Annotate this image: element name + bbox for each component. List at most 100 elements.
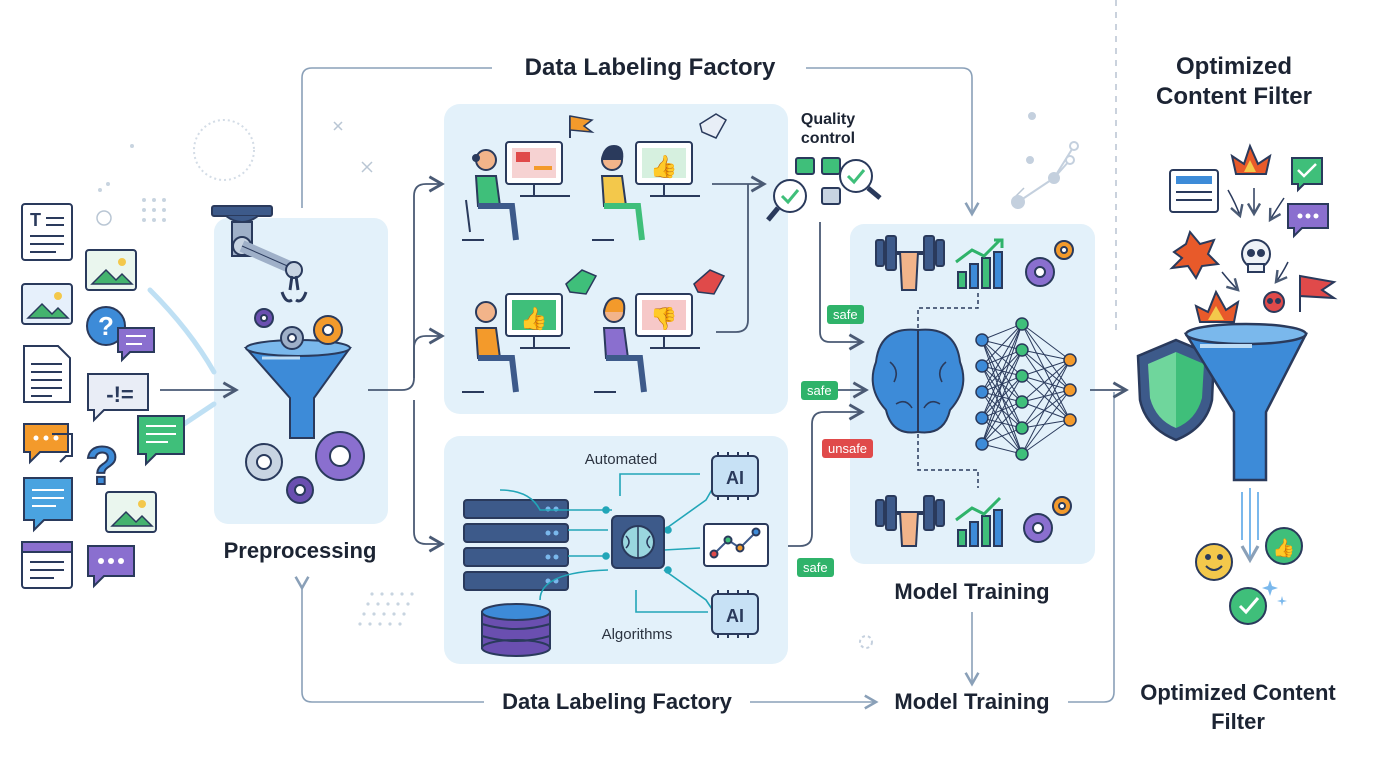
- nn-node: [1063, 383, 1077, 397]
- nn-node: [1015, 343, 1029, 357]
- ai-chip-label: AI: [726, 468, 744, 488]
- skull-icon: [1263, 291, 1285, 313]
- gear-icon: [313, 315, 343, 345]
- growth-chart-icon: [955, 496, 1003, 547]
- output-title-bottom: Optimized Content Filter: [1140, 680, 1336, 734]
- thumbs-up-icon: 👍: [1265, 527, 1303, 565]
- chat-dots-icon: [1287, 203, 1329, 239]
- brain-chip-icon: [611, 515, 665, 569]
- document-icon: [1169, 169, 1219, 213]
- svg-text:?: ?: [86, 436, 119, 496]
- svg-text:👎: 👎: [650, 306, 677, 331]
- nn-edge: [1021, 389, 1071, 429]
- svg-text:👍: 👍: [650, 154, 677, 179]
- flag-icon: [1299, 274, 1338, 312]
- labeler-workstation-2: 👍: [592, 141, 700, 241]
- fire-icon: [1194, 289, 1240, 323]
- smile-icon: [1195, 543, 1233, 581]
- bottom-factory-label: Data Labeling Factory: [502, 689, 732, 714]
- neural-network-icon: [975, 317, 1077, 461]
- quality-control-icon: [766, 157, 882, 222]
- safe-tag: safe: [797, 558, 834, 577]
- nn-node: [1015, 369, 1029, 383]
- nn-edge: [981, 323, 1023, 341]
- nn-node: [975, 333, 989, 347]
- question-mark-icon: ?: [85, 435, 120, 497]
- bottom-model-training-label: Model Training: [894, 689, 1050, 714]
- nn-edge: [981, 323, 1023, 367]
- svg-text:👍: 👍: [520, 306, 547, 331]
- nn-node: [1063, 413, 1077, 427]
- gear-icon: [245, 443, 283, 481]
- nn-edge: [1021, 349, 1071, 421]
- nn-node: [1015, 317, 1029, 331]
- nn-edge: [1021, 389, 1071, 455]
- nn-edge: [981, 323, 1023, 419]
- nn-node: [1063, 353, 1077, 367]
- check-circle-icon: [1229, 587, 1267, 625]
- alert-chat-icon: -!=: [87, 373, 149, 423]
- chat-dots-icon: [87, 545, 135, 589]
- nn-edge: [1021, 359, 1071, 403]
- nn-edge: [981, 401, 1023, 445]
- graph-panel-icon: [703, 523, 769, 567]
- check-bubble-icon: [1291, 157, 1323, 193]
- gear-icon: [1025, 240, 1074, 287]
- chat-dots-icon: [23, 423, 73, 465]
- svg-text:👍: 👍: [1273, 537, 1295, 558]
- svg-text:-!=: -!=: [106, 382, 134, 407]
- nn-edge: [981, 323, 1023, 445]
- nn-edge: [981, 323, 1023, 393]
- robot-arm-icon: [211, 205, 308, 303]
- nn-node: [975, 437, 989, 451]
- document-icon: [23, 345, 71, 403]
- gear-icon: [254, 308, 304, 350]
- output-title-top: Optimized Content Filter: [1156, 53, 1312, 110]
- svg-text:T: T: [30, 210, 41, 230]
- gear-icon: [315, 431, 365, 481]
- growth-chart-icon: [955, 238, 1004, 289]
- gear-icon: [1023, 496, 1072, 543]
- nn-node: [975, 359, 989, 373]
- nn-node: [1015, 395, 1029, 409]
- nn-edge: [981, 375, 1023, 445]
- nn-edge: [1021, 401, 1071, 421]
- output-funnel-icon: [1183, 322, 1309, 482]
- dots-bottom: [358, 592, 414, 626]
- dumbbell-icon: [875, 235, 945, 291]
- labeler-workstation-1: [462, 141, 570, 241]
- nn-node: [1015, 421, 1029, 435]
- nn-edge: [1021, 419, 1071, 455]
- decor-hatch-circle: [193, 119, 255, 181]
- message-icon: [137, 415, 185, 467]
- quality-control-label: Quality control: [800, 111, 856, 147]
- ai-chip-icon: [711, 452, 759, 500]
- nn-edge: [1021, 323, 1071, 361]
- explosion-icon: [1169, 229, 1221, 280]
- brain-icon: [871, 328, 965, 434]
- safe-tag: safe: [827, 305, 864, 324]
- web-page-icon: [21, 541, 73, 589]
- filtered-flow: [1240, 488, 1260, 564]
- dumbbell-icon: [875, 495, 945, 547]
- nn-edge: [981, 443, 1023, 455]
- model-training-panel: [850, 224, 1095, 564]
- automated-label: Automated: [584, 451, 658, 468]
- tag-icon: [565, 269, 598, 295]
- svg-text:?: ?: [98, 311, 114, 341]
- nn-edge: [1021, 323, 1071, 391]
- server-rack-icon: [463, 499, 569, 591]
- nn-edge: [1021, 389, 1071, 403]
- skull-icon: [1241, 239, 1271, 273]
- nn-edge: [1021, 349, 1071, 391]
- model-training-label: Model Training: [894, 579, 1050, 604]
- tag-icon: [693, 269, 726, 295]
- nn-edge: [1021, 349, 1071, 361]
- top-factory-label: Data Labeling Factory: [524, 54, 776, 81]
- network-decor: [1011, 112, 1079, 209]
- ai-chip-label: AI: [726, 606, 744, 626]
- image-icon: [105, 491, 157, 533]
- nn-edge: [1021, 375, 1071, 421]
